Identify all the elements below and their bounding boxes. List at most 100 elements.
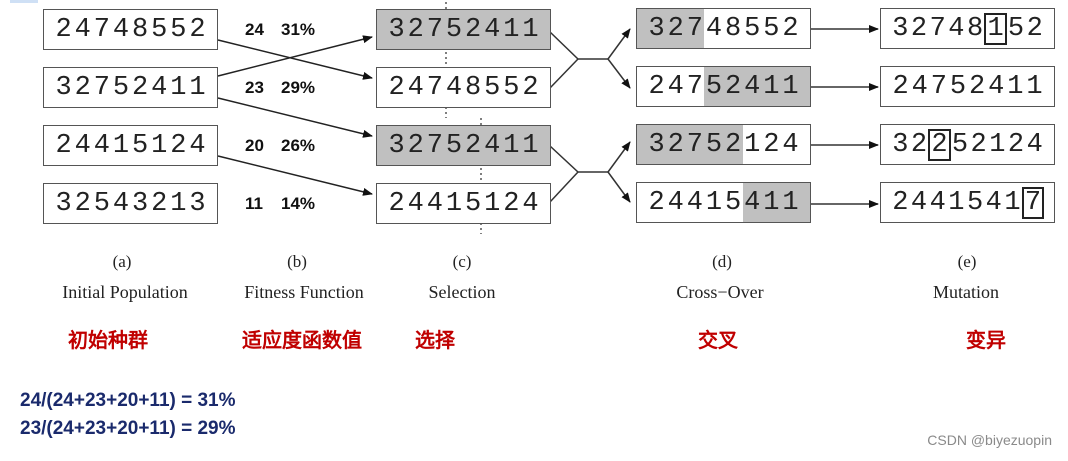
caption-mutation: Mutation [933, 282, 999, 302]
gene-digit: 1 [445, 188, 463, 219]
gene-digit: 7 [426, 130, 443, 161]
gene-digit: 7 [685, 9, 705, 48]
gene-digit: 4 [426, 188, 443, 219]
gene-digit: 5 [464, 188, 482, 219]
gene-digit: 4 [911, 71, 928, 102]
gene-digit: 5 [949, 71, 967, 102]
gene-digit: 2 [892, 71, 909, 102]
gene-digit: 5 [966, 187, 984, 218]
gene-digit: 5 [951, 129, 969, 160]
gene-digit: 4 [988, 71, 1005, 102]
gene-digit: 1 [189, 72, 206, 103]
gene-digit: 4 [74, 130, 91, 161]
gene-digit: 5 [112, 72, 130, 103]
gene-digit: 1 [1004, 187, 1021, 218]
gene-digit: 2 [910, 13, 928, 44]
gene-digit: 7 [685, 125, 705, 164]
gene-digit: 2 [388, 72, 405, 103]
cn-initial-population: 初始种群 [68, 328, 148, 352]
gene-digit: 4 [1026, 129, 1043, 160]
gene-digit: 4 [667, 71, 684, 102]
gene-digit: 4 [686, 187, 703, 218]
gene-digit: 4 [929, 187, 946, 218]
gene-digit: 4 [112, 14, 130, 45]
gene-digit: 5 [503, 72, 520, 103]
gene-digit: 5 [763, 13, 780, 44]
gene-digit: 4 [948, 13, 965, 44]
gene-digit: 1 [522, 130, 539, 161]
gene-digit: 1 [744, 129, 761, 160]
gene-digit: 4 [484, 14, 501, 45]
caption-letter-b: (b) [287, 252, 307, 271]
gene-digit: 1 [1026, 71, 1043, 102]
gene-digit: 2 [782, 13, 799, 44]
caption-letter-a: (a) [112, 252, 132, 271]
gene-digit: 5 [445, 130, 463, 161]
gene-digit: 2 [723, 125, 743, 164]
selection-arrow-4 [217, 155, 373, 196]
gene-digit: 7 [929, 13, 946, 44]
gene-digit: 2 [666, 125, 686, 164]
gene-digit: 3 [892, 13, 909, 44]
corner-mark [10, 0, 38, 3]
gene-digit: 4 [407, 188, 424, 219]
mutated-gene-digit: 7 [1021, 183, 1045, 222]
gene-digit: 2 [464, 14, 482, 45]
gene-digit: 2 [151, 188, 168, 219]
selection-arrow-2 [217, 35, 373, 77]
caption-crossover: Cross−Over [676, 282, 764, 302]
gene-digit: 7 [93, 14, 110, 45]
gene-digit: 2 [648, 71, 665, 102]
caption-selection: Selection [428, 282, 496, 302]
gene-digit: 7 [426, 14, 443, 45]
gene-digit: 2 [1026, 13, 1043, 44]
gene-digit: 2 [407, 130, 424, 161]
watermark: CSDN @biyezuopin [927, 432, 1052, 448]
gene-digit: 2 [666, 9, 686, 48]
caption-letter-d: (d) [712, 252, 732, 271]
gene-digit: 4 [93, 130, 110, 161]
formula-2: 23/(24+23+20+11) = 29% [20, 418, 236, 439]
gene-digit: 7 [686, 71, 703, 102]
gene-digit: 1 [948, 187, 965, 218]
gene-digit: 2 [522, 72, 539, 103]
gene-digit: 2 [910, 129, 928, 160]
gene-digit: 4 [742, 67, 762, 106]
gene-digit: 2 [74, 188, 91, 219]
gene-digit: 4 [151, 72, 168, 103]
gene-digit: 5 [151, 14, 168, 45]
mutated-gene-digit: 2 [928, 125, 951, 164]
gene-digit: 2 [388, 188, 405, 219]
gene-digit: 2 [723, 67, 743, 106]
gene-digit: 1 [484, 188, 501, 219]
gene-digit: 3 [892, 129, 909, 160]
gene-digit: 4 [189, 130, 206, 161]
gene-digit: 3 [637, 9, 667, 48]
gene-digit: 1 [503, 130, 520, 161]
gene-digit: 5 [131, 130, 149, 161]
mutated-gene-digit: 1 [984, 9, 1007, 48]
gene-digit: 4 [910, 187, 928, 218]
gene-digit: 2 [503, 188, 520, 219]
gene-digit: 1 [761, 183, 781, 222]
gene-digit: 4 [407, 72, 424, 103]
gene-digit: 2 [74, 72, 91, 103]
gene-digit: 4 [782, 129, 799, 160]
gene-digit: 1 [780, 183, 810, 222]
caption-letter-e: (e) [957, 252, 977, 271]
gene-digit: 2 [55, 14, 72, 45]
gene-digit: 3 [189, 188, 206, 219]
gene-digit: 5 [445, 14, 463, 45]
cn-mutation: 变异 [966, 328, 1006, 352]
gene-digit: 8 [966, 13, 984, 44]
gene-digit: 2 [189, 14, 206, 45]
